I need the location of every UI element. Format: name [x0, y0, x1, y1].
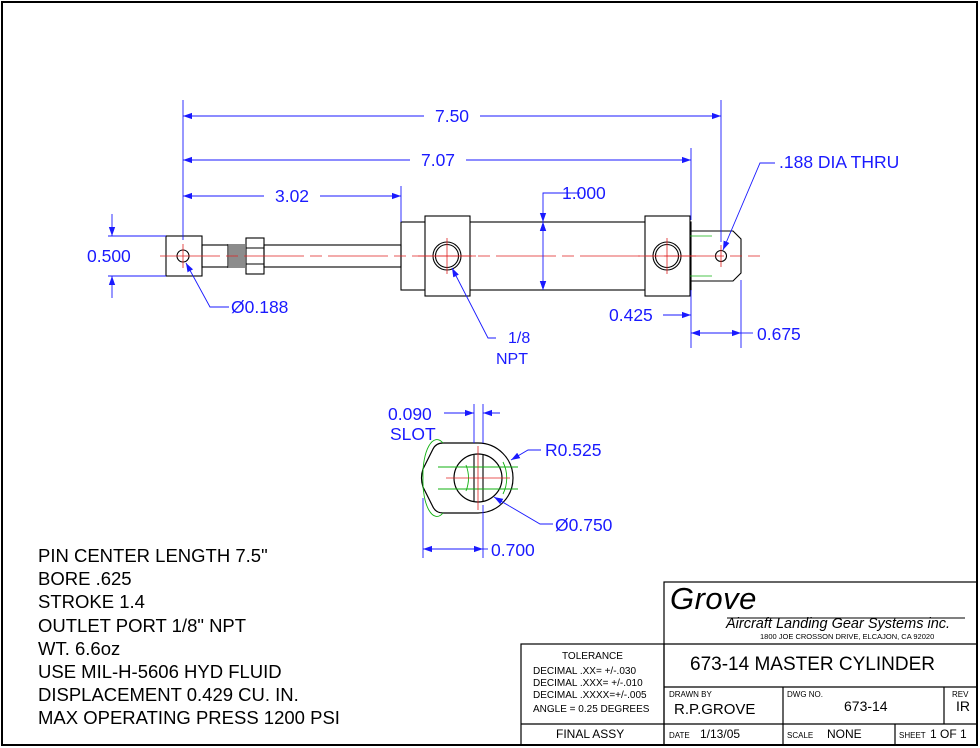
construction-lines-side — [690, 235, 712, 277]
dwg-no-value: 673-14 — [844, 698, 888, 714]
tolerance-line-1: DECIMAL .XX= +/-.030 — [533, 666, 637, 677]
note-max-pressure: MAX OPERATING PRESS 1200 PSI — [38, 707, 340, 729]
tolerance-line-3: DECIMAL .XXXX=+/-.005 — [533, 690, 647, 701]
note-pin-center: PIN CENTER LENGTH 7.5" — [38, 545, 268, 566]
dim-eye-dia: Ø0.750 — [555, 515, 613, 535]
dim-rod-length: 3.02 — [275, 186, 309, 206]
dim-rod-eye-height: 0.500 — [87, 246, 131, 266]
note-stroke: STROKE 1.4 — [38, 591, 145, 613]
dim-tab-length: 0.675 — [757, 324, 801, 344]
dimension-text: 7.50 7.07 3.02 1.000 0.500 .188 DIA THRU… — [87, 106, 899, 368]
dim-pin-to-pin: 7.07 — [421, 150, 455, 170]
dim-overall-length: 7.50 — [435, 106, 469, 126]
note-outlet-port: OUTLET PORT 1/8" NPT — [38, 614, 247, 636]
title-block-frame — [520, 581, 978, 746]
eye-outline — [420, 442, 514, 514]
dim-rod-pin-dia: Ø0.188 — [231, 297, 288, 317]
note-bore: BORE .625 — [38, 568, 132, 590]
sheet-value: 1 OF 1 — [930, 727, 967, 741]
scale-label: SCALE — [787, 731, 814, 740]
note-fluid: USE MIL-H-5606 HYD FLUID — [38, 660, 282, 682]
drawn-by-label: DRAWN BY — [669, 690, 712, 699]
dim-eye-width: 0.700 — [491, 540, 535, 560]
dwg-no-label: DWG NO. — [787, 690, 823, 699]
sheet-label: SHEET — [899, 731, 926, 740]
tolerance-line-2: DECIMAL .XXX= +/-.010 — [533, 678, 643, 689]
dim-body-height: 1.000 — [562, 183, 606, 203]
dim-port-size: 1/8 — [508, 330, 530, 347]
dim-hole-callout: .188 DIA THRU — [779, 152, 899, 172]
eye-dimension-lines — [422, 404, 553, 558]
note-weight: WT. 6.6oz — [38, 637, 121, 659]
dim-port-type: NPT — [496, 351, 528, 368]
centerlines — [160, 238, 760, 274]
tolerance-header: TOLERANCE — [562, 651, 623, 662]
general-notes: PIN CENTER LENGTH 7.5" BORE .625 STROKE … — [38, 544, 340, 730]
note-displacement: DISPLACEMENT 0.429 CU. IN. — [38, 684, 299, 706]
company-subtitle: Aircraft Landing Gear Systems inc. — [726, 616, 951, 632]
drawing-title: 673-14 MASTER CYLINDER — [690, 654, 935, 675]
rod-eye-end-view: 0.090 SLOT R0.525 Ø0.750 0.700 — [388, 404, 613, 560]
tolerance-line-4: ANGLE = 0.25 DEGREES — [533, 704, 650, 715]
dim-eye-radius: R0.525 — [545, 440, 601, 460]
rev-label: REV — [952, 690, 969, 699]
eye-centerlines — [446, 446, 510, 510]
company-address: 1800 JOE CROSSON DRIVE, ELCAJON, CA 9202… — [760, 632, 935, 641]
company-logo: Grove — [670, 581, 757, 616]
scale-value: NONE — [827, 727, 862, 741]
rev-value: IR — [956, 698, 970, 714]
dim-tab-offset: 0.425 — [609, 305, 653, 325]
dim-slot-label: SLOT — [390, 424, 436, 444]
assembly-label: FINAL ASSY — [556, 727, 625, 741]
date-value: 1/13/05 — [700, 727, 741, 741]
date-label: DATE — [669, 731, 690, 740]
dim-slot-width: 0.090 — [388, 404, 432, 424]
dimension-lines — [108, 100, 775, 348]
drawn-by-value: R.P.GROVE — [674, 701, 756, 718]
